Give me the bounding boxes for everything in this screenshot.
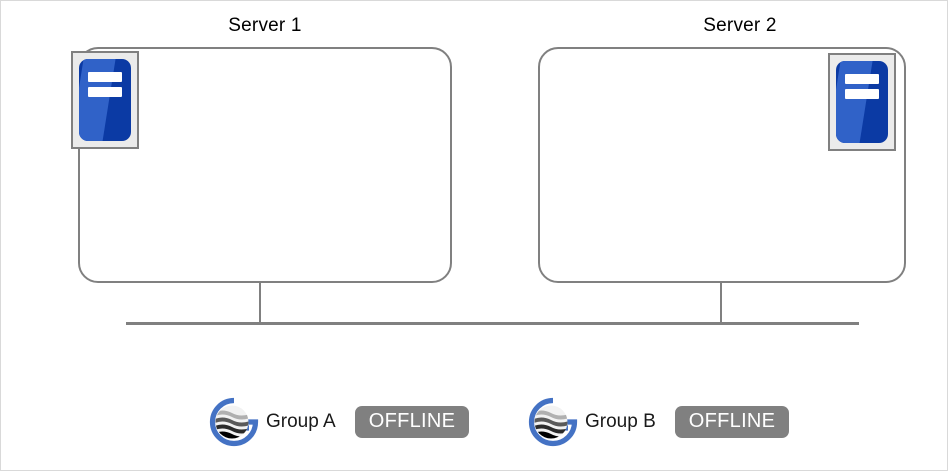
status-badge[interactable]: OFFLINE [354,406,470,438]
server-icon-bar-bottom [845,88,879,100]
network-bus-line [126,322,859,325]
server-2-network-connector [720,282,722,324]
server-icon-body [79,59,131,141]
server-1-network-connector [259,282,261,324]
globe-g-logo-icon [528,397,578,447]
legend-item-group-a[interactable]: Group A OFFLINE [207,395,470,449]
server-icon-bar-top [88,72,122,83]
globe-g-logo-icon [209,397,259,447]
legend-item-group-b[interactable]: Group B OFFLINE [526,395,790,449]
server-2-title: Server 2 [703,15,777,36]
server-icon[interactable] [71,51,139,149]
status-badge[interactable]: OFFLINE [674,406,790,438]
server-1-box[interactable] [78,47,452,283]
server-icon-bar-top [845,74,879,85]
server-icon-body [836,61,888,143]
server-icon-bar-bottom [88,86,122,98]
group-label: Group B [585,411,656,432]
server-1-title: Server 1 [228,15,302,36]
group-label: Group A [266,411,336,432]
server-icon[interactable] [828,53,896,151]
